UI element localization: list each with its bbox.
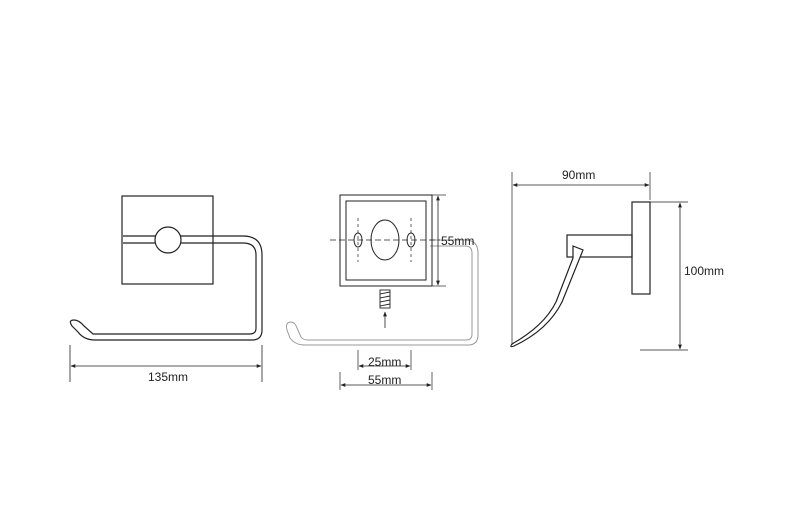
mounting-view [286, 194, 479, 390]
side-view [510, 172, 688, 351]
hole-spacing-label: 25mm [368, 355, 402, 369]
screw-icon [379, 289, 391, 309]
front-view [69, 195, 263, 382]
mounting-holder-outline [286, 239, 479, 346]
plate-width-label: 55mm [368, 373, 402, 387]
mounting-height-label: 55mm [441, 234, 475, 248]
mounting-plate-inner [345, 200, 427, 281]
front-wall-plate [121, 195, 214, 285]
mounting-plate [339, 194, 433, 287]
side-holder-arm [510, 245, 584, 348]
side-height-label: 100mm [684, 264, 725, 278]
side-depth-label: 90mm [562, 168, 596, 182]
front-holder-arm [69, 235, 263, 341]
side-wall-plate [631, 201, 651, 295]
side-hub [566, 234, 633, 258]
front-hub [154, 226, 182, 254]
front-width-label: 135mm [148, 370, 189, 384]
